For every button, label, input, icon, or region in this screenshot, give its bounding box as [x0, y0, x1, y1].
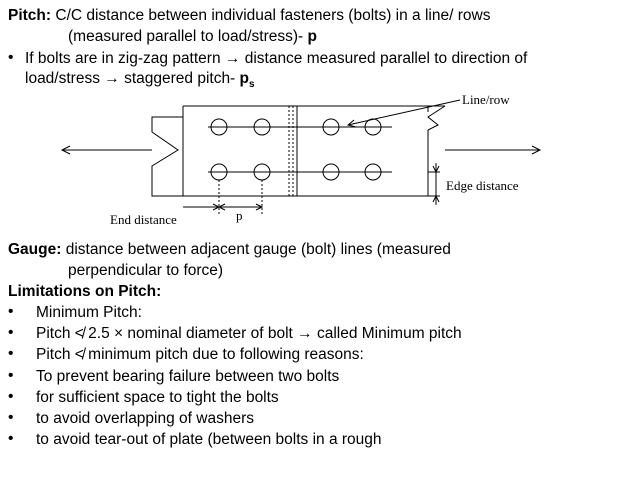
times-icon: × [114, 325, 124, 342]
right-plate-break [427, 105, 446, 131]
limitation-item: To prevent bearing failure between two b… [36, 368, 340, 385]
bolt [253, 118, 271, 136]
pitch-term: Pitch: [8, 7, 52, 24]
arrow-icon: → [297, 325, 313, 342]
label-end-distance: End distance [110, 212, 177, 227]
zigzag-line2: load/stress → staggered pitch- ps [25, 70, 255, 94]
limitation-item: Minimum Pitch: [36, 304, 142, 321]
limitations-heading: Limitations on Pitch: [8, 283, 162, 300]
nominal-diameter-text: nominal diameter of bolt [127, 325, 293, 342]
line-row-pointer-head [346, 119, 357, 128]
bullet-dot: • [8, 430, 14, 447]
limitation-item: for sufficient space to tight the bolts [36, 389, 279, 406]
arrow-icon: → [224, 50, 241, 67]
bolt [322, 118, 340, 136]
zigzag-text2b: staggered pitch- [119, 70, 240, 87]
label-line-row: Line/row [462, 92, 510, 107]
pitch-def2: (measured parallel to load/stress)- [68, 28, 308, 45]
zigzag-text1b: distance measured parallel to direction … [240, 50, 528, 67]
pitch-dim-arrow-left [217, 203, 226, 211]
limitation-item: to avoid tear-out of plate (between bolt… [36, 431, 382, 448]
pitch-dim-arrow-right [255, 203, 264, 211]
not-less-than-icon: ≮ [74, 346, 84, 363]
gauge-def1: distance between adjacent gauge (bolt) l… [61, 241, 451, 258]
pitch-definition-line2: (measured parallel to load/stress)- p [68, 28, 317, 46]
bullet-dot: • [8, 49, 14, 66]
bullet-dot: • [8, 388, 14, 405]
gauge-term: Gauge: [8, 241, 62, 258]
edge-dim-arrow-top [432, 165, 440, 174]
bolt [210, 118, 228, 136]
label-edge-distance: Edge distance [446, 178, 519, 193]
zigzag-text1: If bolts are in zig-zag pattern [25, 50, 225, 67]
bullet-dot: • [8, 303, 14, 320]
limitation-item: to avoid overlapping of washers [36, 410, 254, 427]
bullet-dot: • [8, 409, 14, 426]
right-force-arrowhead [531, 145, 542, 155]
left-plate-outline [151, 106, 184, 197]
bolt [364, 163, 382, 181]
staggered-sub: s [249, 79, 255, 91]
limitation-item-reasons: Pitch ≮ minimum pitch due to following r… [36, 346, 364, 364]
pitch-symbol: p [307, 28, 317, 45]
pitch-def1: C/C distance between individual fastener… [51, 7, 491, 24]
pitch-word: Pitch [36, 346, 71, 363]
edge-dim-arrow-bottom [432, 194, 440, 203]
bolt [322, 163, 340, 181]
not-less-than-icon: ≮ [74, 325, 84, 342]
called-min-pitch-text: called Minimum pitch [316, 325, 462, 342]
gauge-definition-line2: perpendicular to force) [68, 262, 224, 279]
gauge-definition-line1: Gauge: distance between adjacent gauge (… [8, 241, 451, 259]
bullet-dot: • [8, 324, 14, 341]
pitch-word: Pitch [36, 325, 71, 342]
bullet-dot: • [8, 345, 14, 362]
zigzag-text2: load/stress [25, 70, 105, 87]
arrow-icon: → [104, 70, 120, 87]
pitch-definition-line1: Pitch: C/C distance between individual f… [8, 7, 490, 25]
line-row-pointer [347, 99, 461, 126]
zigzag-line1: If bolts are in zig-zag pattern → distan… [25, 50, 527, 68]
label-p: p [236, 208, 243, 223]
reasons-text: minimum pitch due to following reasons: [88, 346, 364, 363]
left-force-arrowhead [60, 145, 71, 155]
factor-value: 2.5 [88, 325, 110, 342]
limitation-item-min-pitch: Pitch ≮ 2.5 × nominal diameter of bolt →… [36, 325, 462, 343]
bullet-dot: • [8, 367, 14, 384]
staggered-symbol: p [239, 70, 249, 87]
